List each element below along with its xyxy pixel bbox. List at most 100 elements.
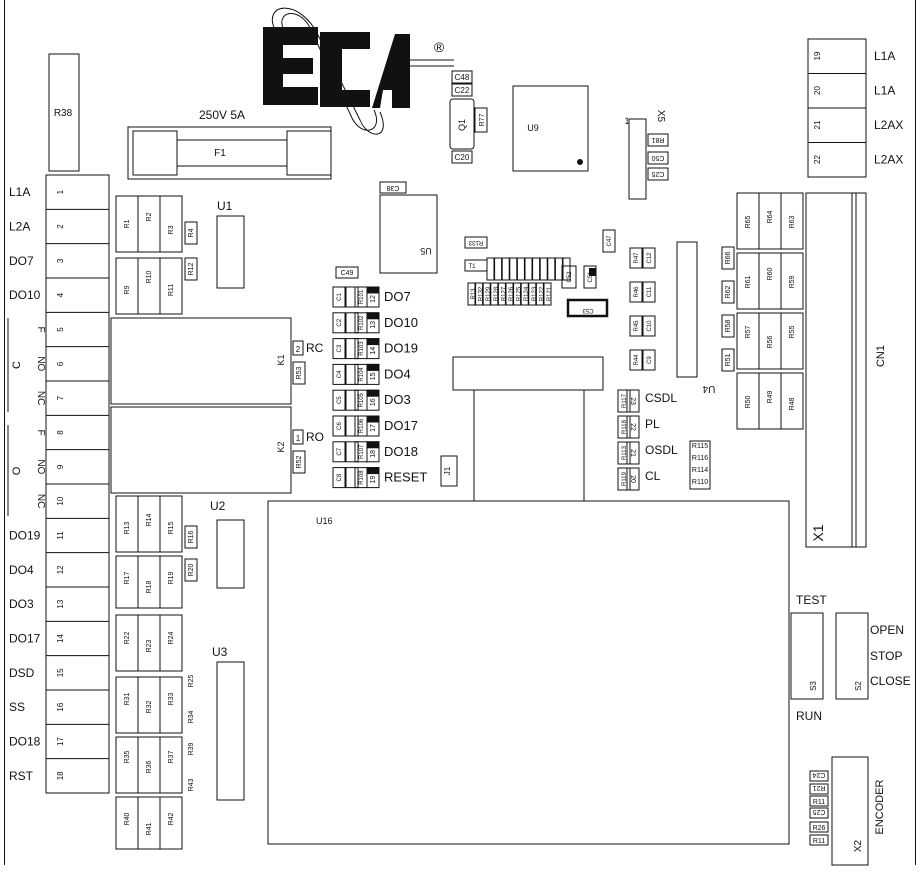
status-led-ref: 22: [629, 423, 636, 431]
pack-r63-r65: [736, 192, 804, 250]
pack-resistor-label: R66: [725, 251, 732, 264]
u9-pin1-dot: [577, 159, 583, 165]
led-polarity-mark: [366, 467, 380, 475]
misc-part-label: R45: [634, 320, 640, 332]
switch-open-label: OPEN: [870, 623, 904, 637]
bank-resistor: [467, 282, 476, 306]
terminal-pin-number: 18: [56, 771, 65, 780]
misc-part-label: C47: [607, 235, 613, 247]
led-function-label: DO18: [384, 444, 418, 459]
misc-part-label: C10: [647, 320, 653, 332]
bank-resistor-upper: [554, 257, 563, 281]
led-polarity-mark: [366, 363, 380, 371]
r52-label: R52: [296, 455, 303, 468]
pack-resistor-label: R61: [745, 275, 752, 288]
led-cap-2: [345, 467, 359, 489]
c51-body: [583, 265, 597, 289]
terminal-label: SS: [9, 700, 25, 714]
c53-body: [566, 298, 609, 318]
c22-body: [451, 83, 473, 97]
led-ref-label: 13: [370, 321, 377, 329]
fuse-cap-left: [132, 130, 178, 176]
x2-part-label: R26: [813, 825, 826, 832]
bank-resistor-label: R124: [524, 286, 530, 301]
led-function-label: DO17: [384, 418, 418, 433]
pack-resistor-label: R11: [168, 284, 175, 296]
relay-k2: [110, 406, 292, 494]
r133-body: [464, 236, 488, 249]
pack-r1-r3: [115, 195, 183, 253]
r11-body-b: [809, 834, 829, 846]
relay-contact-label: NC: [35, 494, 46, 508]
r51-body: [721, 348, 735, 372]
c48-label: C48: [455, 73, 470, 82]
r46-body: [629, 281, 643, 303]
pack-resistor-label: R64: [767, 210, 774, 223]
terminal-label: DO3: [9, 597, 34, 611]
led-polarity-mark: [366, 338, 380, 346]
u4-label: U4: [702, 383, 715, 394]
r77-body: [474, 107, 488, 133]
pack-resistor-label: R43: [188, 778, 195, 791]
x2-label: X2: [853, 839, 864, 852]
pack-r40-r42: [115, 796, 183, 850]
terminal-pin-number: 1: [56, 189, 65, 194]
u9-label: U9: [527, 123, 539, 133]
led-cap-label: C5: [337, 396, 343, 404]
switch-close-label: CLOSE: [870, 674, 911, 688]
pack-resistor-label: R4: [188, 228, 195, 237]
misc-part-label: C12: [647, 252, 653, 264]
misc-part-label: C52: [567, 271, 573, 283]
u2-body: [216, 519, 245, 589]
group-o-label: O: [11, 466, 23, 475]
led-function-label: DO19: [384, 341, 418, 356]
pack-r17-r19: [115, 555, 183, 609]
bank-resistor: [505, 282, 514, 306]
c25-label: C25: [651, 170, 664, 177]
terminal-pin-number: 17: [56, 737, 65, 746]
status-led-ref: 21: [629, 449, 636, 457]
pack-resistor-label: R24: [168, 631, 175, 644]
pack-resistor-label: R9: [124, 285, 131, 294]
led-ref-label: 16: [370, 398, 377, 406]
pack-r35-r37: [115, 736, 183, 794]
led-function-label: DO4: [384, 366, 411, 381]
pack-r22-r24: [115, 614, 183, 672]
r11-group-label: R114: [692, 467, 708, 474]
x2-connector: [831, 756, 869, 866]
r113-body: [617, 441, 631, 465]
bank-resistor-label: R126: [509, 286, 515, 301]
c9-body: [642, 349, 656, 371]
led-cap-2: [345, 415, 359, 437]
r66-body: [721, 246, 735, 270]
logo-block-c2: [320, 32, 370, 49]
tr-terminal-label: L2AX: [874, 118, 903, 132]
bank-resistor: [513, 282, 522, 306]
led-cap: [332, 467, 346, 489]
j1-body: [440, 455, 458, 487]
led-cap-label: C3: [337, 344, 343, 352]
r118-body: [617, 415, 631, 439]
led-ref-label: 14: [370, 347, 377, 355]
r4-body: [184, 221, 198, 245]
bank-resistor-label: R122: [539, 286, 545, 301]
r117-body: [617, 389, 631, 413]
rc-jumper: [292, 340, 304, 356]
r11-body-a: [809, 795, 829, 807]
terminal-pin-number: 10: [56, 496, 65, 505]
led-polarity-mark: [366, 441, 380, 449]
terminal-label: DO17: [9, 632, 41, 646]
led-cap-2: [345, 312, 359, 334]
led-cap-2: [345, 338, 359, 360]
misc-part-label: R44: [634, 354, 640, 366]
x5-pin1: 1: [624, 116, 629, 126]
terminal-label: RST: [9, 769, 34, 783]
logo-block-e4: [263, 87, 318, 105]
led-cap-label: C7: [337, 447, 343, 455]
ro-pin: 1: [296, 434, 301, 443]
r44-body: [629, 349, 643, 371]
pack-resistor-label: R15: [168, 521, 175, 534]
logo-block-a: [372, 34, 410, 108]
c51-mark: [589, 268, 596, 276]
tr-terminal-label: L1A: [874, 84, 895, 98]
